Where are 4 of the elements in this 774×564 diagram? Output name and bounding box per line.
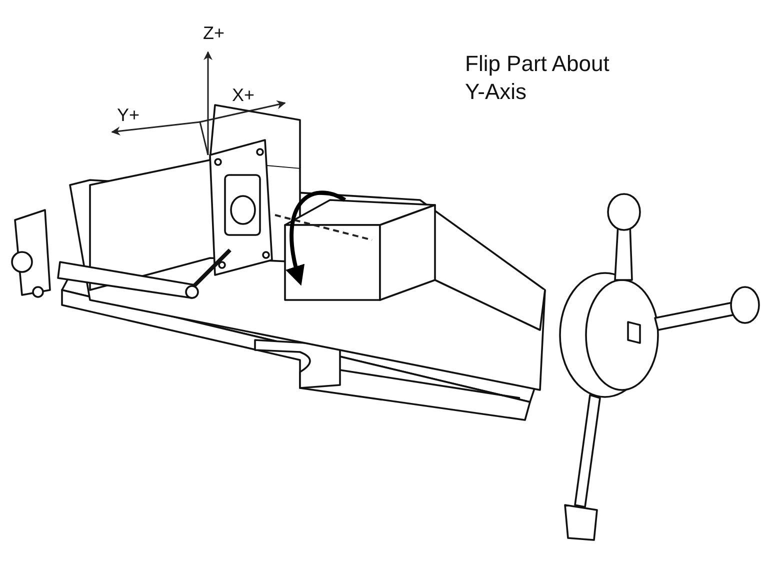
axis-label: X+ <box>232 84 255 106</box>
axis-label: Y+ <box>117 104 140 126</box>
axis-label: Z+ <box>203 22 225 44</box>
note-text: Flip Part About Y-Axis <box>465 50 610 105</box>
